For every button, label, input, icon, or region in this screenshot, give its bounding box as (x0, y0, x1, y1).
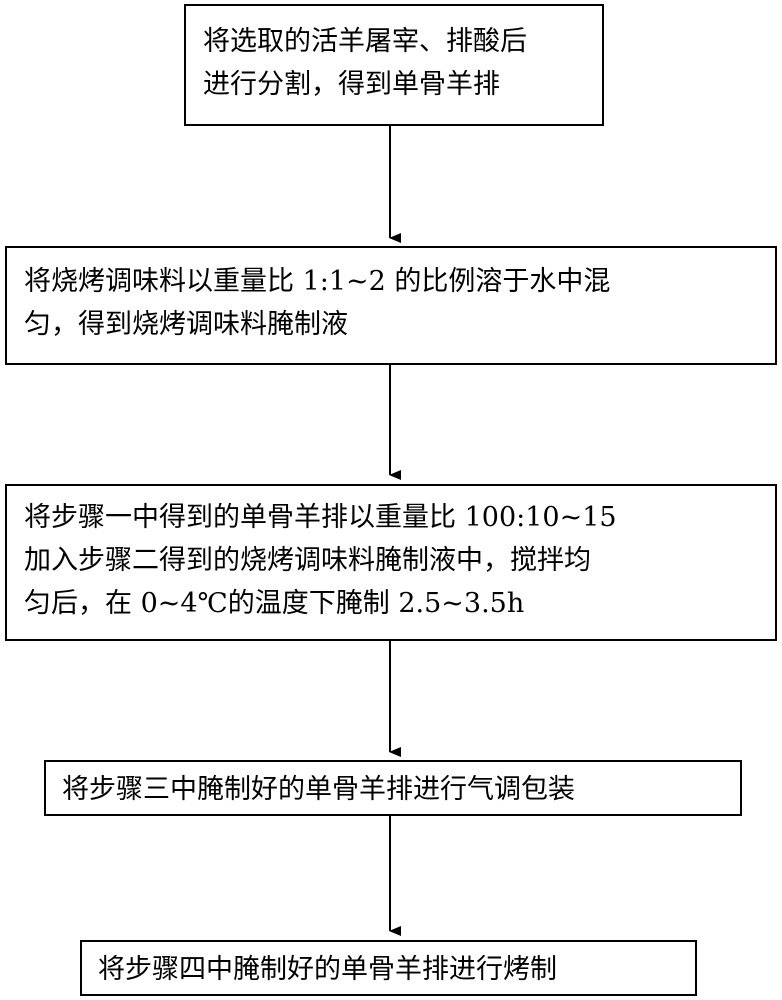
step-3-line-2: 加入步骤二得到的烧烤调味料腌制液中，搅拌均 (24, 545, 591, 576)
step-1-line-2: 进行分割，得到单骨羊排 (203, 69, 500, 100)
step-3-box: 将步骤一中得到的单骨羊排以重量比 100:10~15 加入步骤二得到的烧烤调味料… (5, 484, 777, 641)
step-2-box: 将烧烤调味料以重量比 1:1~2 的比例溶于水中混 匀，得到烧烤调味料腌制液 (5, 246, 777, 365)
step-2-line-1: 将烧烤调味料以重量比 1:1~2 的比例溶于水中混 (24, 266, 611, 297)
step-2-line-2: 匀，得到烧烤调味料腌制液 (24, 309, 348, 340)
step-4-box: 将步骤三中腌制好的单骨羊排进行气调包装 (44, 760, 742, 816)
step-5-box: 将步骤四中腌制好的单骨羊排进行烤制 (80, 940, 697, 996)
step-1-line-1: 将选取的活羊屠宰、排酸后 (203, 26, 527, 57)
step-5-line-1: 将步骤四中腌制好的单骨羊排进行烤制 (98, 954, 557, 985)
step-3-line-1: 将步骤一中得到的单骨羊排以重量比 100:10~15 (24, 502, 617, 533)
step-1-box: 将选取的活羊屠宰、排酸后 进行分割，得到单骨羊排 (184, 4, 604, 126)
step-3-line-3: 匀后，在 0~4℃的温度下腌制 2.5~3.5h (24, 588, 525, 619)
step-4-line-1: 将步骤三中腌制好的单骨羊排进行气调包装 (62, 774, 575, 805)
